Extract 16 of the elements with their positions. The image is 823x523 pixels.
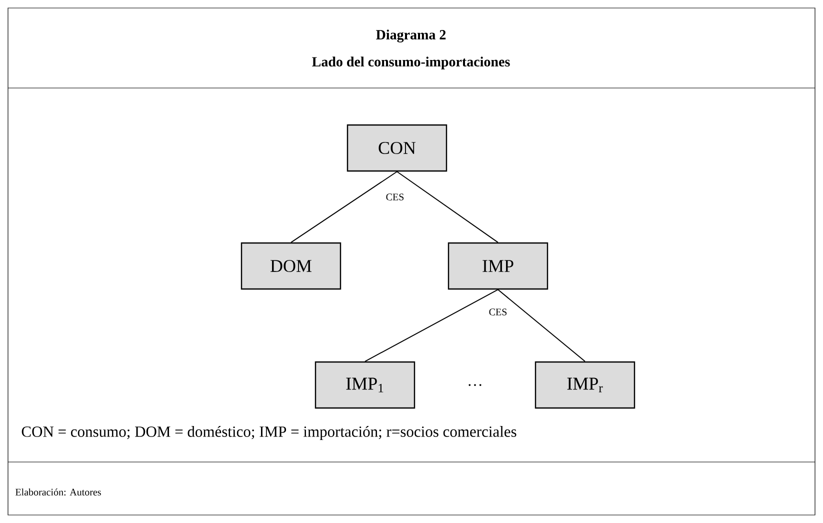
box: IMP$_{r}$ [534,361,636,409]
box: DOM [240,242,342,290]
connector-line [396,171,498,243]
box: IMP$_{1}$ [314,361,416,409]
ellipsis: … [468,384,482,386]
box: IMP [448,242,548,290]
connector-line [498,289,586,362]
connector-line [364,289,498,362]
legend-note: CON = consumo; DOM = doméstico; IMP = importación; r=socios comerciales [22,426,516,440]
subtitle: Lado del consumo-importaciones [312,56,510,70]
source-note: Elaboración: Autores [15,488,101,496]
box: CON [346,124,448,172]
title: Diagrama 2 [376,30,446,42]
function-label: CES [386,194,404,200]
connector-line [290,171,398,243]
function-label: CES [489,308,507,316]
